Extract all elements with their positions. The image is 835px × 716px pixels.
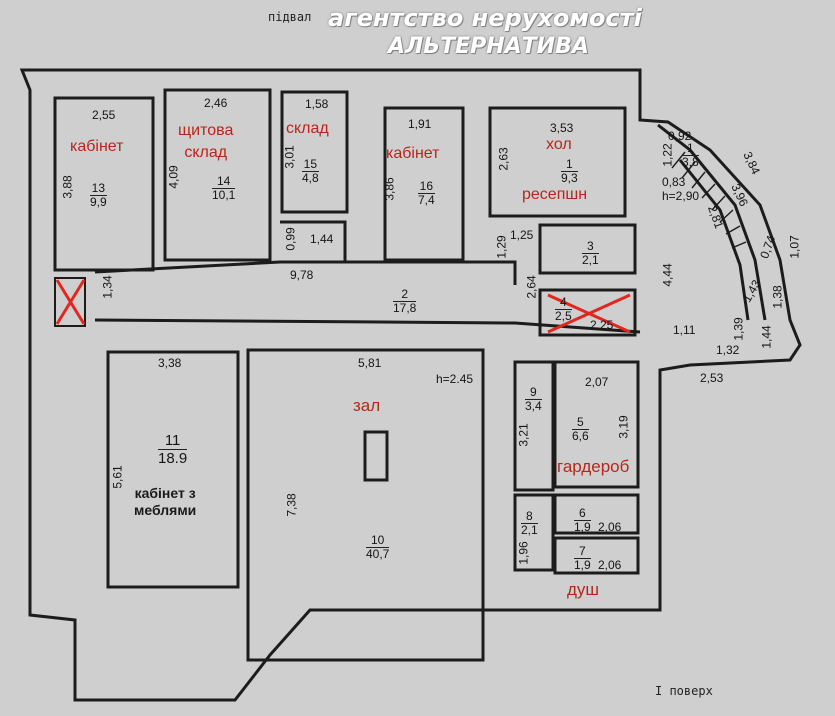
corridor-bottom	[94, 318, 641, 334]
room-13-wall	[53, 96, 155, 272]
dim-083: 0,83	[662, 175, 686, 189]
room-1-wall	[488, 106, 627, 218]
dim-125: 1,25	[510, 228, 534, 242]
room-4-wall	[538, 288, 637, 337]
room-16-wall	[383, 106, 465, 262]
room-5-name: гардероб	[557, 457, 630, 476]
dim-14-w: 2,46	[204, 96, 228, 110]
dim-13-w: 2,55	[92, 108, 116, 122]
cross-marks	[54, 277, 631, 334]
agency-name: АЛЬТЕРНАТИВА	[388, 34, 589, 59]
dim-978: 9,78	[290, 268, 314, 282]
dim-8-h: 1,96	[516, 541, 531, 565]
room-8-wall	[513, 493, 555, 572]
dim-1b-d1: 0,92	[668, 129, 692, 143]
dim-134: 1,34	[100, 275, 115, 299]
dim-h290: h=2,90	[662, 189, 700, 203]
hall-column	[363, 430, 389, 482]
dim-253: 2,53	[700, 371, 724, 385]
dim-10-w: 5,81	[358, 356, 382, 370]
dim-138: 1,38	[770, 285, 785, 309]
dim-5-w: 2,07	[585, 375, 609, 389]
room-7-wall	[553, 536, 640, 575]
room-6-wall	[553, 493, 640, 535]
dim-1b-d2: 1,22	[660, 143, 675, 167]
dim-1-h: 2,63	[496, 147, 511, 171]
dim-6-w: 2,06	[598, 520, 622, 534]
stair-treads	[671, 151, 747, 249]
agency-title: агентство нерухомості	[328, 4, 642, 32]
corridor-top	[94, 220, 517, 285]
outer-wall	[19, 68, 802, 702]
dim-13-h: 3,88	[60, 175, 75, 199]
stair-outline	[657, 123, 767, 321]
room-10-wall	[246, 348, 485, 662]
dim-264: 2,64	[524, 275, 539, 299]
dim-099: 0,99	[283, 227, 298, 251]
cross-box-left	[54, 277, 86, 327]
dim-11-h: 5,61	[110, 465, 125, 489]
dim-129: 1,29	[494, 235, 509, 259]
room-9-wall	[513, 360, 555, 492]
dim-144: 1,44	[310, 232, 334, 246]
walls	[19, 68, 802, 702]
dim-15-h: 3,01	[282, 145, 297, 169]
dim-16-w: 1,91	[408, 117, 432, 131]
room-1-name-2: ресепшн	[522, 186, 588, 203]
floor-note: I поверх	[655, 684, 713, 698]
dim-5-h: 3,19	[616, 415, 631, 439]
dim-14-h: 4,09	[166, 165, 181, 189]
basement-note: підвал	[268, 10, 312, 24]
room-3-wall	[538, 223, 637, 275]
dim-10-h: 7,38	[284, 493, 299, 517]
dim-111: 1,11	[673, 323, 696, 337]
room-13-name: кабінет	[70, 138, 124, 155]
dim-7-w: 2,06	[598, 558, 622, 572]
dim-144b: 1,44	[759, 325, 774, 349]
dim-139: 1,39	[731, 317, 746, 341]
shower-name: душ	[567, 580, 600, 599]
room-5-wall	[553, 360, 640, 489]
room-15-name: склад	[286, 120, 329, 137]
stair-inner	[678, 159, 750, 321]
room-10-ceiling: h=2.45	[436, 372, 474, 386]
room-14-wall	[163, 88, 272, 262]
dim-9-h: 3,21	[516, 423, 531, 447]
room-4-area-2: 2,25	[590, 318, 614, 332]
room-16-name: кабінет	[386, 145, 440, 162]
room-10-name: зал	[353, 396, 381, 415]
dim-15-w: 1,58	[305, 97, 329, 111]
room-15-wall	[280, 90, 349, 214]
dim-16-h: 3,86	[382, 177, 397, 201]
dim-1-w: 3,53	[550, 121, 574, 135]
room-1-name: хол	[546, 136, 572, 153]
room-11-wall	[106, 350, 240, 589]
dim-107: 1,07	[787, 235, 802, 259]
dim-444: 4,44	[660, 263, 675, 287]
dim-132: 1,32	[716, 343, 740, 357]
dim-11-w: 3,38	[158, 356, 182, 370]
